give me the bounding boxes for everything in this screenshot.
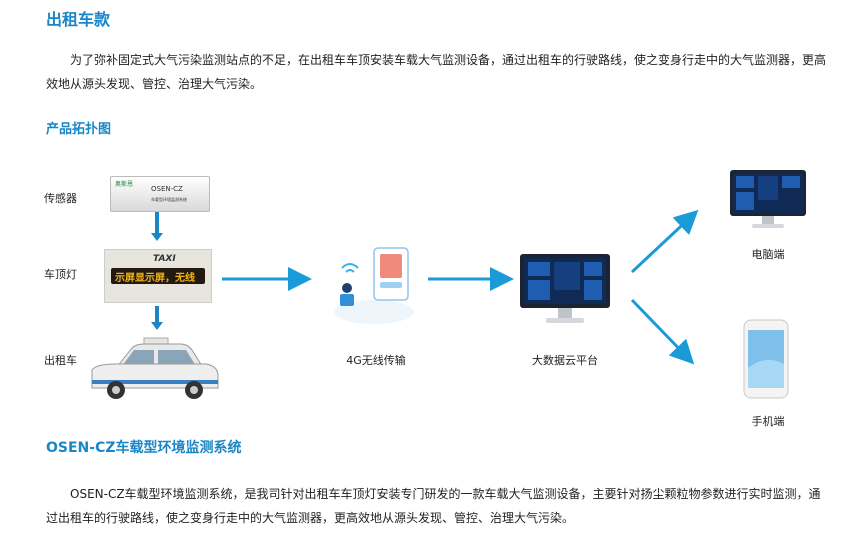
arrow-sensor-to-roof <box>155 212 159 234</box>
label-roof-light: 车顶灯 <box>44 268 77 281</box>
arrow-sensor-to-roof-head <box>151 233 163 241</box>
arrow-roof-to-taxi-head <box>151 322 163 330</box>
phone-device <box>743 319 789 399</box>
dashboard-map <box>554 262 580 290</box>
sensor-logo: 奥斯恩 <box>115 181 134 188</box>
pc-panel-3 <box>736 192 754 210</box>
taxi-image <box>91 337 219 399</box>
roof-taxi-sign: TAXI <box>153 254 176 264</box>
taxi-window-front <box>122 350 154 366</box>
pc-panel-2 <box>782 176 800 188</box>
device-screen <box>380 254 402 278</box>
pc-monitor <box>730 170 806 228</box>
osen-cz-paragraph: OSEN-CZ车载型环境监测系统，是我司针对出租车车顶灯安装专门研发的一款车载大… <box>46 487 821 525</box>
arrow-cloud-to-phone <box>630 298 695 365</box>
sensor-sub-text: 车载型环境监测系统 <box>151 197 187 202</box>
monitor-stand <box>546 318 584 323</box>
section-title-taxi: 出租车款 <box>46 10 111 29</box>
label-pc: 电脑端 <box>751 248 785 261</box>
dashboard-panel-3 <box>528 280 550 300</box>
person-icon-body <box>340 294 354 306</box>
4g-transmission-illustration <box>334 247 414 324</box>
section-title-osen-cz: OSEN-CZ车载型环境监测系统 <box>46 440 242 456</box>
monitor-neck <box>558 308 572 318</box>
pc-stand <box>752 224 784 228</box>
label-sensor: 传感器 <box>44 192 77 205</box>
label-4g-transmission: 4G无线传输 <box>346 354 406 367</box>
wifi-icon-inner <box>345 269 355 273</box>
dashboard-panel-2 <box>584 262 602 276</box>
dashboard-panel-1 <box>528 262 550 276</box>
sensor-device-image: 奥斯恩 OSEN-CZ 车载型环境监测系统 <box>110 176 210 212</box>
roof-led-text: 示屏显示屏，无线 <box>115 273 195 284</box>
label-phone: 手机端 <box>751 415 785 428</box>
phone-wallpaper-wave <box>748 359 784 388</box>
roof-led-display: 示屏显示屏，无线 <box>111 268 205 284</box>
pc-neck <box>762 216 774 224</box>
arrow-roof-to-taxi <box>155 306 159 324</box>
person-icon-head <box>342 283 352 293</box>
taxi-stripe <box>92 380 218 384</box>
device-button <box>380 282 402 288</box>
pc-panel-1 <box>736 176 754 188</box>
arrow-cloud-to-pc <box>630 209 699 274</box>
sensor-model-text: OSEN-CZ <box>151 185 183 193</box>
taxi-hub-rear <box>190 386 198 394</box>
taxi-hub-front <box>112 386 120 394</box>
platform-shadow <box>334 300 414 324</box>
label-cloud-platform: 大数据云平台 <box>532 354 598 367</box>
pc-map <box>758 176 778 200</box>
cloud-platform-monitor <box>520 254 610 323</box>
topology-title: 产品拓扑图 <box>46 122 112 137</box>
label-taxi: 出租车 <box>44 354 77 367</box>
intro-paragraph: 为了弥补固定式大气污染监测站点的不足，在出租车车顶安装车载大气监测设备，通过出租… <box>46 53 827 91</box>
dashboard-panel-4 <box>584 280 602 300</box>
taxi-window-rear <box>158 350 196 366</box>
wifi-icon <box>341 263 359 269</box>
roof-light-image: TAXI 示屏显示屏，无线 <box>104 249 212 303</box>
